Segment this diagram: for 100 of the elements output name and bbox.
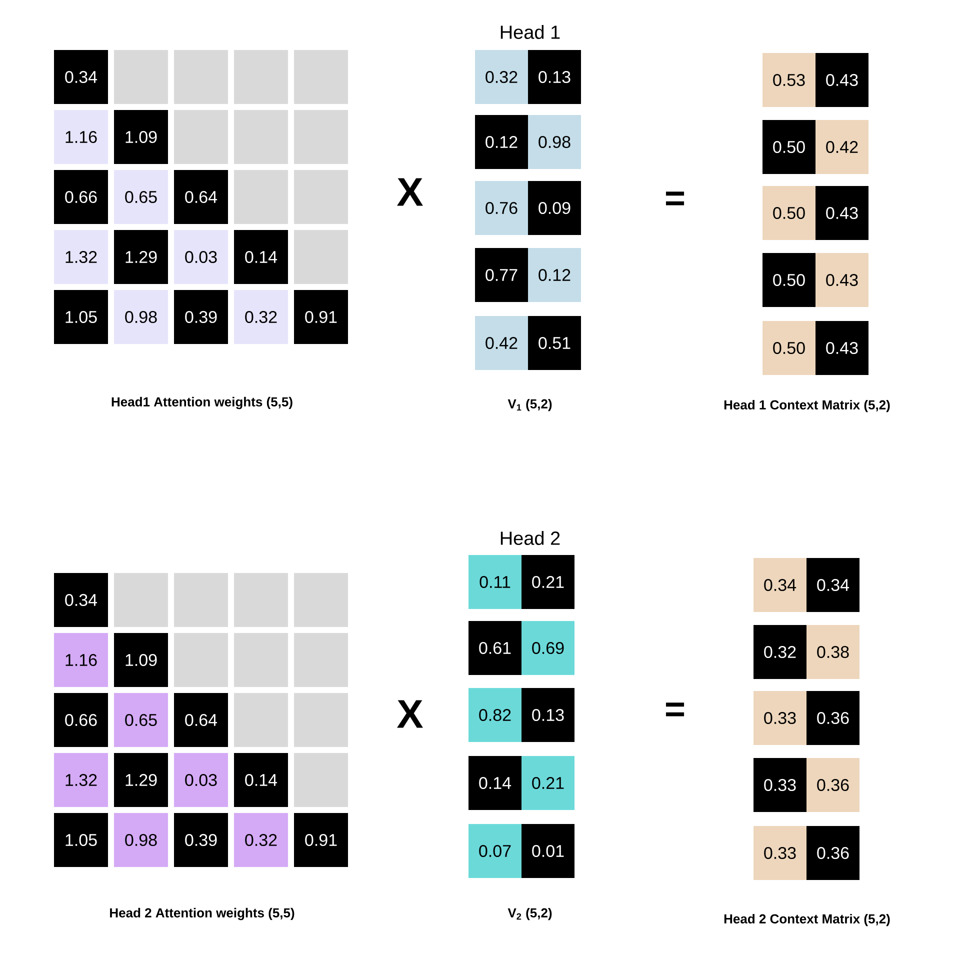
caption: Head 2 Context Matrix (5,2) — [724, 914, 890, 926]
matrix-cell: 0.09 — [528, 181, 581, 235]
matrix-cell: 0.21 — [522, 756, 574, 810]
matrix-cell: 0.14 — [234, 230, 288, 284]
matrix-cell: 0.07 — [468, 824, 522, 878]
matrix-cell: 0.12 — [528, 248, 581, 302]
multiply-sign: X — [397, 700, 423, 728]
matrix-cell: 1.09 — [114, 110, 168, 164]
matrix-cell: 0.91 — [294, 290, 348, 344]
matrix-cell: 0.50 — [762, 186, 816, 240]
matrix-cell: 0.12 — [475, 115, 528, 169]
empty-cell — [174, 573, 228, 627]
matrix-cell: 0.69 — [522, 621, 574, 675]
matrix-cell: 0.98 — [528, 115, 581, 169]
empty-cell — [294, 693, 348, 747]
caption: Head 2 Attention weights (5,5) — [110, 908, 294, 920]
matrix-cell: 0.32 — [475, 50, 528, 104]
empty-cell — [174, 633, 228, 687]
matrix-cell: 0.77 — [475, 248, 528, 302]
matrix-cell: 0.42 — [475, 316, 528, 370]
matrix-cell: 0.33 — [754, 826, 806, 880]
empty-cell — [294, 50, 348, 104]
matrix-cell: 0.43 — [816, 186, 868, 240]
matrix-cell: 0.32 — [234, 813, 288, 867]
matrix-cell: 0.98 — [114, 290, 168, 344]
matrix-cell: 0.34 — [54, 573, 108, 627]
empty-cell — [234, 50, 288, 104]
matrix-cell: 0.34 — [806, 558, 860, 612]
matrix-cell: 0.43 — [816, 53, 868, 107]
matrix-cell: 0.03 — [174, 753, 228, 807]
matrix-cell: 0.65 — [114, 170, 168, 224]
matrix-cell: 1.16 — [54, 633, 108, 687]
empty-cell — [174, 110, 228, 164]
matrix-cell: 0.14 — [234, 753, 288, 807]
empty-cell — [234, 633, 288, 687]
matrix-cell: 0.64 — [174, 170, 228, 224]
matrix-cell: 0.03 — [174, 230, 228, 284]
matrix-cell: 0.43 — [816, 253, 868, 307]
matrix-cell: 0.39 — [174, 290, 228, 344]
empty-cell — [174, 50, 228, 104]
matrix-cell: 0.66 — [54, 693, 108, 747]
matrix-cell: 0.64 — [174, 693, 228, 747]
empty-cell — [294, 110, 348, 164]
matrix-cell: 0.39 — [174, 813, 228, 867]
multiply-sign: X — [397, 178, 423, 206]
matrix-cell: 0.33 — [754, 691, 806, 745]
matrix-cell: 0.61 — [468, 621, 522, 675]
matrix-cell: 1.05 — [54, 290, 108, 344]
matrix-cell: 1.32 — [54, 753, 108, 807]
equals-sign: = — [666, 702, 684, 716]
empty-cell — [294, 633, 348, 687]
matrix-cell: 0.98 — [114, 813, 168, 867]
empty-cell — [234, 573, 288, 627]
matrix-cell: 1.29 — [114, 753, 168, 807]
empty-cell — [294, 753, 348, 807]
matrix-cell: 0.50 — [762, 253, 816, 307]
matrix-cell: 0.36 — [806, 691, 860, 745]
matrix-cell: 0.66 — [54, 170, 108, 224]
head-title: Head 1 — [500, 25, 560, 39]
caption: Head 1 Context Matrix (5,2) — [724, 400, 890, 412]
matrix-cell: 0.91 — [294, 813, 348, 867]
empty-cell — [234, 110, 288, 164]
matrix-cell: 1.16 — [54, 110, 108, 164]
empty-cell — [114, 573, 168, 627]
matrix-cell: 0.21 — [522, 555, 574, 609]
matrix-cell: 0.36 — [806, 758, 860, 812]
matrix-cell: 0.50 — [762, 120, 816, 174]
matrix-cell: 0.11 — [468, 555, 522, 609]
caption: V$_{1}$ (5,2) — [508, 398, 552, 412]
empty-cell — [294, 230, 348, 284]
matrix-cell: 0.82 — [468, 688, 522, 742]
matrix-cell: 0.76 — [475, 181, 528, 235]
head-title: Head 2 — [500, 531, 560, 545]
matrix-cell: 0.34 — [54, 50, 108, 104]
equals-sign: = — [666, 192, 684, 206]
matrix-cell: 0.43 — [816, 321, 868, 375]
empty-cell — [114, 50, 168, 104]
caption: V$_{2}$ (5,2) — [508, 908, 552, 920]
empty-cell — [234, 693, 288, 747]
matrix-cell: 0.50 — [762, 321, 816, 375]
empty-cell — [234, 170, 288, 224]
matrix-cell: 0.01 — [522, 824, 574, 878]
matrix-cell: 0.65 — [114, 693, 168, 747]
matrix-cell: 1.09 — [114, 633, 168, 687]
matrix-cell: 0.32 — [754, 625, 806, 679]
matrix-cell: 0.34 — [754, 558, 806, 612]
matrix-cell: 0.42 — [816, 120, 868, 174]
matrix-cell: 0.53 — [762, 53, 816, 107]
caption: Head1 Attention weights (5,5) — [112, 396, 292, 410]
matrix-cell: 0.51 — [528, 316, 581, 370]
matrix-cell: 1.29 — [114, 230, 168, 284]
empty-cell — [294, 170, 348, 224]
matrix-cell: 0.36 — [806, 826, 860, 880]
matrix-cell: 1.05 — [54, 813, 108, 867]
matrix-cell: 0.38 — [806, 625, 860, 679]
empty-cell — [294, 573, 348, 627]
matrix-cell: 0.13 — [522, 688, 574, 742]
matrix-cell: 0.13 — [528, 50, 581, 104]
matrix-cell: 0.32 — [234, 290, 288, 344]
matrix-cell: 1.32 — [54, 230, 108, 284]
